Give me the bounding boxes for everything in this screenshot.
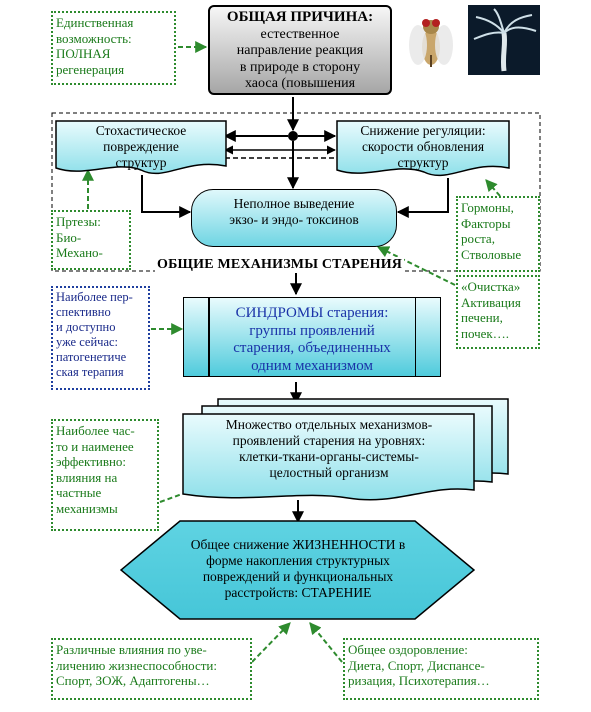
note-wellness: Общее оздоровление: Диета, Спорт, Диспан… xyxy=(343,638,539,700)
syndromes-body: группы проявлений старения, объединенных… xyxy=(233,322,391,375)
mechanism-toxins-box: Неполное выведение экзо- и эндо- токсино… xyxy=(191,189,397,247)
fly-image xyxy=(404,5,458,75)
note-prosthesis: Пртезы: Био- Механо- xyxy=(51,210,131,270)
mechanism-toxins: Неполное выведение экзо- и эндо- токсино… xyxy=(229,196,359,227)
hub-dot xyxy=(288,131,298,141)
note-hormones: Гормоны, Факторы роста, Стволовые xyxy=(456,196,540,272)
mechanisms-label: ОБЩИЕ МЕХАНИЗМЫ СТАРЕНИЯ xyxy=(155,257,405,273)
multiple-mechanisms: Множество отдельных механизмов- проявлен… xyxy=(225,417,433,480)
syndromes-box: СИНДРОМЫ старения: группы проявлений ста… xyxy=(183,297,441,377)
top-cause-box: ОБЩАЯ ПРИЧИНА: естественное направление … xyxy=(208,5,392,95)
top-cause-body: естественное направление реакция в приро… xyxy=(236,26,364,92)
mechanism-stochastic: Стохастическое повреждение структур xyxy=(95,123,187,170)
mechanism-regulation: Снижение регуляции: скорости обновления … xyxy=(360,123,486,170)
note-pathogenetic: Наиболее пер- спективно и доступно уже с… xyxy=(51,286,150,390)
final-hexagon-shape xyxy=(120,520,475,620)
note-viability: Различные влияния по уве- личению жизнес… xyxy=(51,638,252,700)
syndromes-title: СИНДРОМЫ старения: xyxy=(235,305,389,321)
note-regeneration: Единственная возможность: ПОЛНАЯ регенер… xyxy=(51,11,176,85)
stochastic-shape xyxy=(55,120,227,175)
final-aging: Общее снижение ЖИЗНЕННОСТИ в форме накоп… xyxy=(190,537,406,600)
note-cleansing: «Очистка» Активация печени, почек…. xyxy=(456,275,540,349)
regulation-shape xyxy=(336,120,510,177)
multiple-stack-shape xyxy=(182,398,509,501)
note-partial: Наиболее час- то и наименее эффективно: … xyxy=(51,419,159,531)
hydra-image xyxy=(468,5,540,75)
top-cause-title: ОБЩАЯ ПРИЧИНА: xyxy=(226,9,374,25)
